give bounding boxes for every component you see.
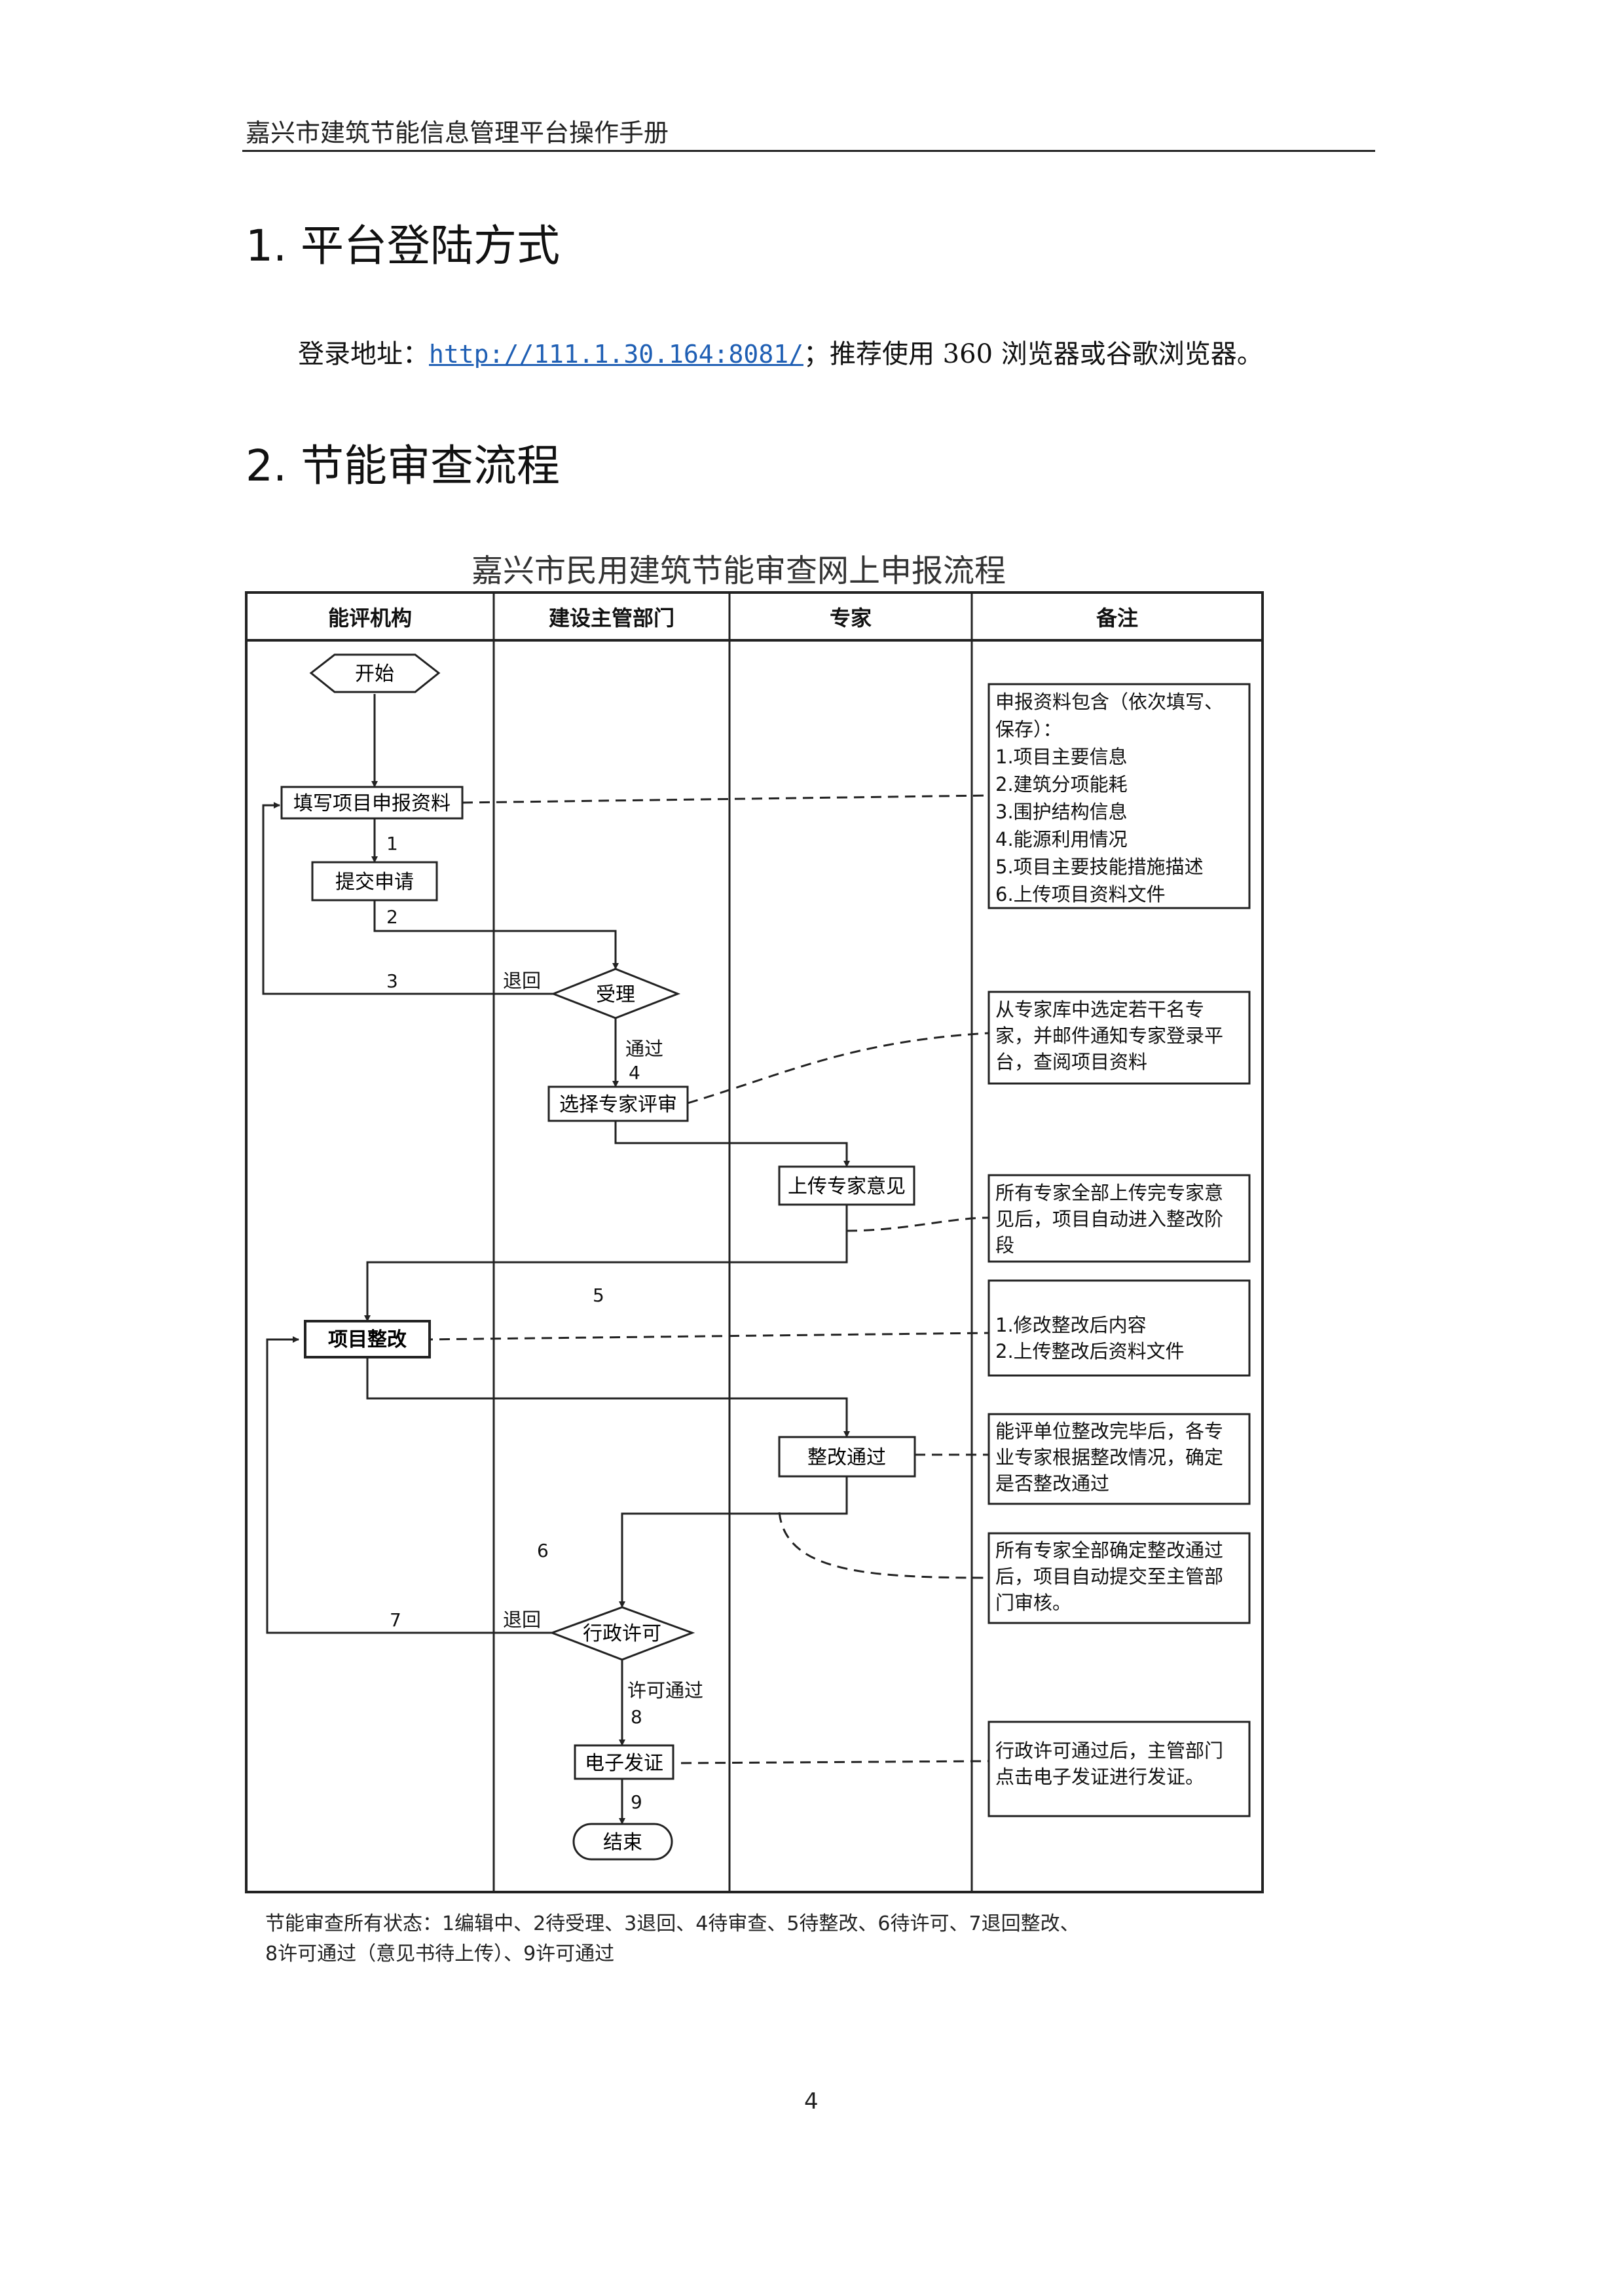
note-text-expert-rectification-review: 能评单位整改完毕后，各专 业专家根据整改情况，确定 是否整改通过 [995, 1420, 1229, 1495]
node-choose-experts: 选择专家评审 [547, 1085, 689, 1122]
edge-label-4: 4 [629, 1062, 640, 1084]
node-upload-expert-opinion: 上传专家意见 [778, 1165, 915, 1206]
node-fill-application: 填写项目申报资料 [280, 786, 464, 820]
edge-label-3: 3 [386, 970, 398, 992]
node-start: 开始 [309, 653, 441, 693]
svg-text:开始: 开始 [355, 663, 394, 685]
edge-label-passed: 通过 [625, 1038, 663, 1060]
edge-label-7: 7 [390, 1609, 401, 1631]
note-box-expert-selection [987, 991, 1251, 1085]
note-box-expert-rectification-review [987, 1413, 1251, 1505]
status-caption: 节能审查所有状态：1编辑中、2待受理、3退回、4待审查、5待整改、6待许可、7退… [265, 1912, 1086, 1965]
node-end: 结束 [572, 1823, 673, 1861]
svg-text:上传专家意见: 上传专家意见 [788, 1175, 906, 1198]
column-header-construction-dept: 建设主管部门 [549, 606, 674, 630]
svg-text:结束: 结束 [603, 1831, 642, 1854]
note-text-auto-rectification: 所有专家全部上传完专家意 见后，项目自动进入整改阶 段 [995, 1182, 1229, 1256]
node-electronic-certificate: 电子发证 [574, 1744, 674, 1780]
login-address-prefix: 登录地址： [298, 339, 429, 369]
swimlane-table [245, 591, 1264, 1893]
note-text-auto-submit-dept: 所有专家全部确定整改通过 后，项目自动提交至主管部 门审核。 [995, 1539, 1229, 1614]
login-url-link[interactable]: http://111.1.30.164:8081/ [429, 340, 803, 369]
edge-label-9: 9 [631, 1791, 642, 1813]
edge-label-6: 6 [537, 1540, 549, 1561]
svg-text:项目整改: 项目整改 [328, 1328, 407, 1351]
document-header-title: 嘉兴市建筑节能信息管理平台操作手册 [246, 118, 669, 147]
section-heading-login: 1. 平台登陆方式 [246, 221, 560, 271]
edge-label-permit-passed: 许可通过 [627, 1679, 703, 1702]
header-divider [242, 150, 1375, 152]
column-header-expert: 专家 [830, 606, 872, 630]
svg-text:整改通过: 整改通过 [807, 1446, 886, 1469]
node-administrative-permit: 行政许可 [549, 1606, 695, 1661]
note-box-rectification-tasks [987, 1279, 1251, 1377]
column-header-assessment-agency: 能评机构 [328, 606, 412, 630]
column-header-remarks: 备注 [1096, 606, 1138, 630]
note-box-application-content [987, 683, 1251, 909]
node-accept-decision: 受理 [550, 968, 681, 1019]
note-box-auto-rectification [987, 1174, 1251, 1263]
node-project-rectification: 项目整改 [304, 1320, 431, 1358]
note-text-application-content: 申报资料包含（依次填写、 保存）： 1.项目主要信息 2.建筑分项能耗 3.围护… [995, 691, 1229, 905]
login-address-paragraph: 登录地址：http://111.1.30.164:8081/；推荐使用 360 … [298, 333, 1263, 371]
edge-label-5: 5 [593, 1285, 604, 1306]
note-box-electronic-cert [987, 1721, 1251, 1817]
login-address-suffix: ；推荐使用 360 浏览器或谷歌浏览器。 [803, 339, 1263, 369]
svg-text:受理: 受理 [596, 983, 635, 1006]
section-heading-review-process: 2. 节能审查流程 [246, 441, 560, 491]
note-box-auto-submit-dept [987, 1532, 1251, 1624]
flowchart-title: 嘉兴市民用建筑节能审查网上申报流程 [471, 553, 1006, 589]
svg-text:电子发证: 电子发证 [585, 1752, 663, 1775]
edge-label-8: 8 [631, 1706, 642, 1728]
node-submit-application: 提交申请 [311, 861, 438, 902]
note-text-electronic-cert: 行政许可通过后，主管部门 点击电子发证进行发证。 [995, 1740, 1229, 1788]
svg-text:填写项目申报资料: 填写项目申报资料 [293, 792, 451, 815]
svg-text:提交申请: 提交申请 [335, 871, 414, 894]
page-number: 4 [804, 2088, 819, 2115]
edge-label-return-accept: 退回 [503, 970, 541, 992]
svg-text:选择专家评审: 选择专家评审 [559, 1093, 677, 1116]
edge-label-2: 2 [386, 906, 398, 928]
svg-text:行政许可: 行政许可 [583, 1622, 661, 1645]
edge-label-return-permit: 退回 [503, 1609, 541, 1631]
note-text-expert-selection: 从专家库中选定若干名专 家，并邮件通知专家登录平 台，查阅项目资料 [995, 998, 1229, 1073]
node-rectification-passed: 整改通过 [778, 1436, 916, 1478]
note-text-rectification-tasks: 1.修改整改后内容 2.上传整改后资料文件 [995, 1314, 1185, 1362]
edge-label-1: 1 [386, 833, 398, 854]
